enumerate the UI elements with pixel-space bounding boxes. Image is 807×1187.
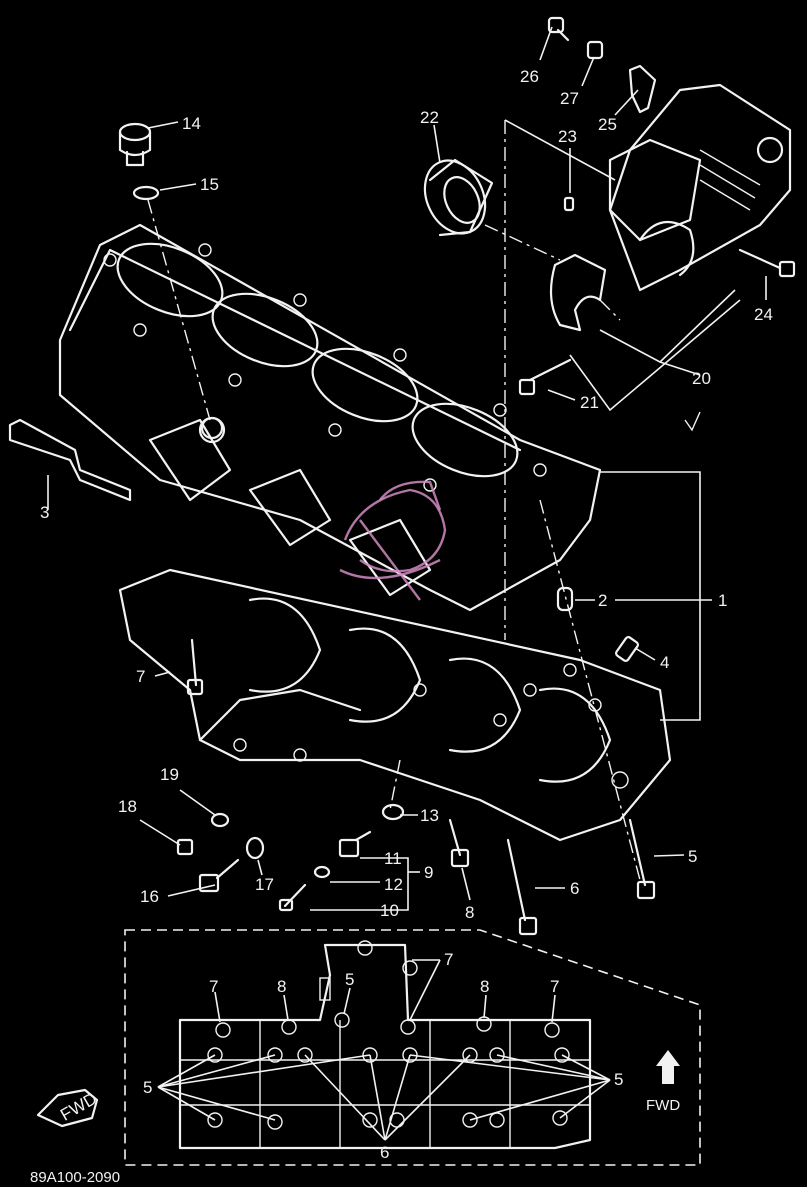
- part-2-dowel: [556, 586, 574, 612]
- part-7-bolt: [186, 638, 204, 696]
- part-18-bolt: [176, 838, 194, 856]
- callout-15: 15: [200, 175, 219, 194]
- inset-label-5-left: 5: [143, 1078, 152, 1097]
- part-19-washer: [210, 812, 230, 828]
- inset-label-5a: 5: [345, 970, 354, 989]
- callout-numbers: 1 2 3 4 5 6 7 8 9 10 11 12 13 14 15 16 1…: [40, 67, 773, 922]
- callout-13: 13: [420, 806, 439, 825]
- part-24-bolt: [738, 248, 796, 278]
- callout-21: 21: [580, 393, 599, 412]
- part-22-bearing: [423, 158, 494, 237]
- part-4-plug: [615, 636, 639, 662]
- part-21-bolt: [518, 358, 572, 396]
- callout-24: 24: [754, 305, 773, 324]
- callout-18: 18: [118, 797, 137, 816]
- part-6-bolt: [506, 838, 538, 936]
- housing-assembly: [608, 83, 792, 292]
- crankcase-lower: [118, 568, 672, 842]
- callout-11: 11: [384, 849, 402, 868]
- crankcase-upper: [58, 223, 602, 612]
- callout-26: 26: [520, 67, 539, 86]
- callout-17: 17: [255, 875, 274, 894]
- callout-19: 19: [160, 765, 179, 784]
- fwd-label-right: FWD: [646, 1097, 680, 1114]
- callout-2: 2: [598, 591, 607, 610]
- callout-6: 6: [570, 879, 579, 898]
- callout-5: 5: [688, 847, 697, 866]
- part-5-bolt: [628, 818, 656, 900]
- callout-8: 8: [465, 903, 474, 922]
- callout-25: 25: [598, 115, 617, 134]
- callout-20: 20: [692, 369, 711, 388]
- leader-lines: [47, 26, 767, 911]
- fwd-up-arrow-icon: [656, 1050, 680, 1084]
- fwd-arrow-left: FWD: [36, 1088, 100, 1128]
- callout-12: 12: [384, 875, 403, 894]
- part-13-washer: [381, 803, 405, 821]
- inset-label-8b: 8: [480, 977, 489, 996]
- inset-label-7c: 7: [550, 977, 559, 996]
- part-26-bolt: [547, 16, 570, 42]
- callout-22: 22: [420, 108, 439, 127]
- callout-10: 10: [380, 901, 399, 920]
- part-3-plate: [8, 418, 132, 502]
- callout-9: 9: [424, 863, 433, 882]
- part-11-sensor: [338, 830, 372, 858]
- callout-27: 27: [560, 89, 579, 108]
- part-12-washer: [313, 865, 331, 879]
- part-17-washer: [245, 836, 265, 860]
- callout-23: 23: [558, 127, 577, 146]
- part-8-bolt: [448, 818, 470, 868]
- part-10-bolt: [278, 883, 307, 912]
- inset-label-8a: 8: [277, 977, 286, 996]
- inset-bolt-pattern: 7 8 5 7 8 7 5 5 6 FWD: [124, 929, 701, 1166]
- callout-16: 16: [140, 887, 159, 906]
- part-14-plug: [118, 122, 152, 167]
- part-15-washer: [132, 185, 160, 201]
- inset-label-7a: 7: [209, 977, 218, 996]
- inset-label-7b: 7: [444, 950, 453, 969]
- callout-7: 7: [136, 667, 145, 686]
- inset-label-6: 6: [380, 1143, 389, 1162]
- callout-1: 1: [718, 591, 727, 610]
- part-16-bolt: [198, 858, 240, 893]
- callout-14: 14: [182, 114, 201, 133]
- inset-bolt-holes: [207, 940, 570, 1130]
- catalog-code: 89A100-2090: [30, 1169, 120, 1186]
- watermark-logo: [339, 480, 447, 601]
- part-20-bearing-cap: [549, 138, 702, 332]
- callout-4: 4: [660, 653, 669, 672]
- part-23-pin: [563, 196, 575, 212]
- part-27-nut: [586, 40, 604, 60]
- fwd-diagonal-arrow-icon: [36, 1088, 99, 1128]
- part-25-bracket: [628, 64, 657, 114]
- inset-label-5-right: 5: [614, 1070, 623, 1089]
- callout-3: 3: [40, 503, 49, 522]
